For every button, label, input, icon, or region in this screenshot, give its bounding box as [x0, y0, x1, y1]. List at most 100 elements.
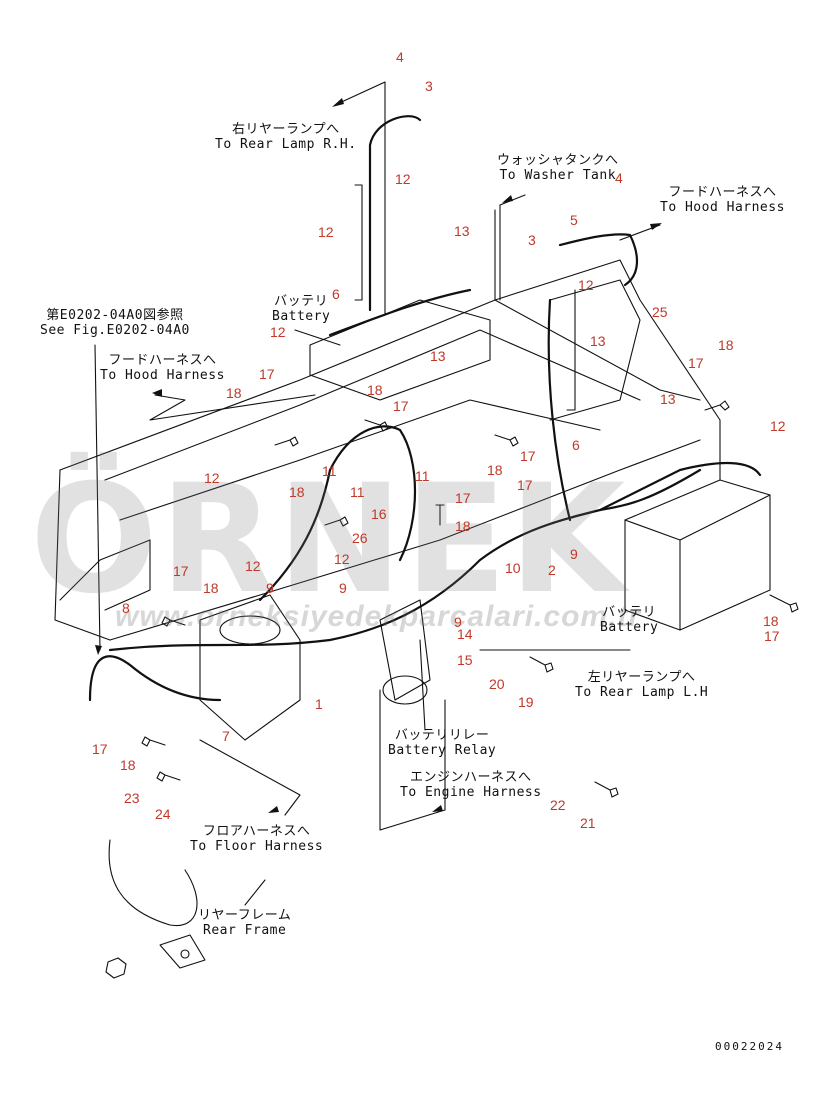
- callout: 9: [570, 546, 578, 562]
- callout: 1: [315, 696, 323, 712]
- battery-box-right-top: [624, 494, 771, 541]
- frame-lower-deck: [109, 439, 701, 641]
- callout: 18: [763, 613, 779, 629]
- lower-left-curve: [108, 839, 198, 927]
- harness-wash: [547, 298, 572, 522]
- callout: 8: [122, 600, 130, 616]
- callout: 3: [425, 78, 433, 94]
- drawing-code: 00022024: [715, 1040, 784, 1053]
- leader-engine: [379, 689, 446, 831]
- leader-rear-frame: [244, 879, 266, 906]
- harness-main: [108, 468, 702, 652]
- callout: 18: [367, 382, 383, 398]
- watermark-url: www.orneksiyedekparcalari.com.tr: [115, 600, 642, 633]
- callout: 12: [318, 224, 334, 240]
- callout: 21: [580, 815, 596, 831]
- callout: 18: [455, 518, 471, 534]
- callout: 12: [770, 418, 786, 434]
- leader-hood-left: [149, 394, 316, 421]
- callout: 18: [120, 757, 136, 773]
- callout: 17: [92, 741, 108, 757]
- callout: 18: [203, 580, 219, 596]
- callout: 12: [578, 277, 594, 293]
- callout: 9: [339, 580, 347, 596]
- harness-center: [258, 425, 417, 602]
- callout: 17: [173, 563, 189, 579]
- callout: 17: [455, 490, 471, 506]
- bracket-12: [354, 184, 363, 301]
- callout: 13: [660, 391, 676, 407]
- callout: 18: [226, 385, 242, 401]
- harness-hood-right: [558, 233, 638, 287]
- callout: 7: [222, 728, 230, 744]
- callout: 26: [352, 530, 368, 546]
- callout: 9: [454, 614, 462, 630]
- callout: 17: [764, 628, 780, 644]
- callout: 12: [270, 324, 286, 340]
- harness-upper: [328, 288, 472, 337]
- right-panel-inner: [549, 279, 641, 421]
- callout: 16: [371, 506, 387, 522]
- leader-battery: [294, 329, 341, 346]
- leader-floor: [199, 739, 301, 816]
- left-member: [59, 539, 151, 611]
- callout: 18: [289, 484, 305, 500]
- callout: 6: [572, 437, 580, 453]
- callout: 24: [155, 806, 171, 822]
- callout: 18: [718, 337, 734, 353]
- callout: 22: [550, 797, 566, 813]
- relay-ring: [382, 675, 428, 705]
- frame-left-edge: [54, 469, 111, 641]
- callout: 11: [322, 463, 337, 479]
- harness-left-loop: [88, 655, 222, 702]
- callout: 11: [350, 484, 365, 500]
- callout: 25: [652, 304, 668, 320]
- leader-battery-relay: [419, 639, 426, 731]
- right-panel: [494, 209, 721, 481]
- callout: 3: [528, 232, 536, 248]
- callout: 12: [395, 171, 411, 187]
- callout: 14: [457, 626, 473, 642]
- nut: [105, 957, 127, 979]
- bracket-13: [566, 289, 576, 411]
- callout: 4: [396, 49, 404, 65]
- callout: 12: [245, 558, 261, 574]
- pedestal: [199, 594, 301, 741]
- callout: 13: [430, 348, 446, 364]
- small-tab: [159, 934, 206, 969]
- harness-battery-right: [598, 462, 762, 512]
- callout: 23: [124, 790, 140, 806]
- leader-rear-lamp-rh: [334, 81, 386, 316]
- callout: 13: [454, 223, 470, 239]
- frame-inner-left: [104, 329, 641, 481]
- callout: 6: [332, 286, 340, 302]
- callout: 15: [457, 652, 473, 668]
- callout: 2: [548, 562, 556, 578]
- callout: 13: [590, 333, 606, 349]
- leader-washer: [499, 194, 526, 301]
- battery-box-left: [309, 299, 491, 401]
- callout: 11: [415, 468, 430, 484]
- leader-see-fig: [94, 344, 101, 651]
- callout: 10: [505, 560, 521, 576]
- callout: 17: [259, 366, 275, 382]
- callout: 5: [570, 212, 578, 228]
- callout: 17: [517, 477, 533, 493]
- callout: 9: [266, 580, 274, 596]
- callout: 12: [334, 551, 350, 567]
- callout: 20: [489, 676, 505, 692]
- callout: 17: [688, 355, 704, 371]
- relay-bracket: [379, 599, 431, 701]
- callout: 17: [520, 448, 536, 464]
- callout: 17: [393, 398, 409, 414]
